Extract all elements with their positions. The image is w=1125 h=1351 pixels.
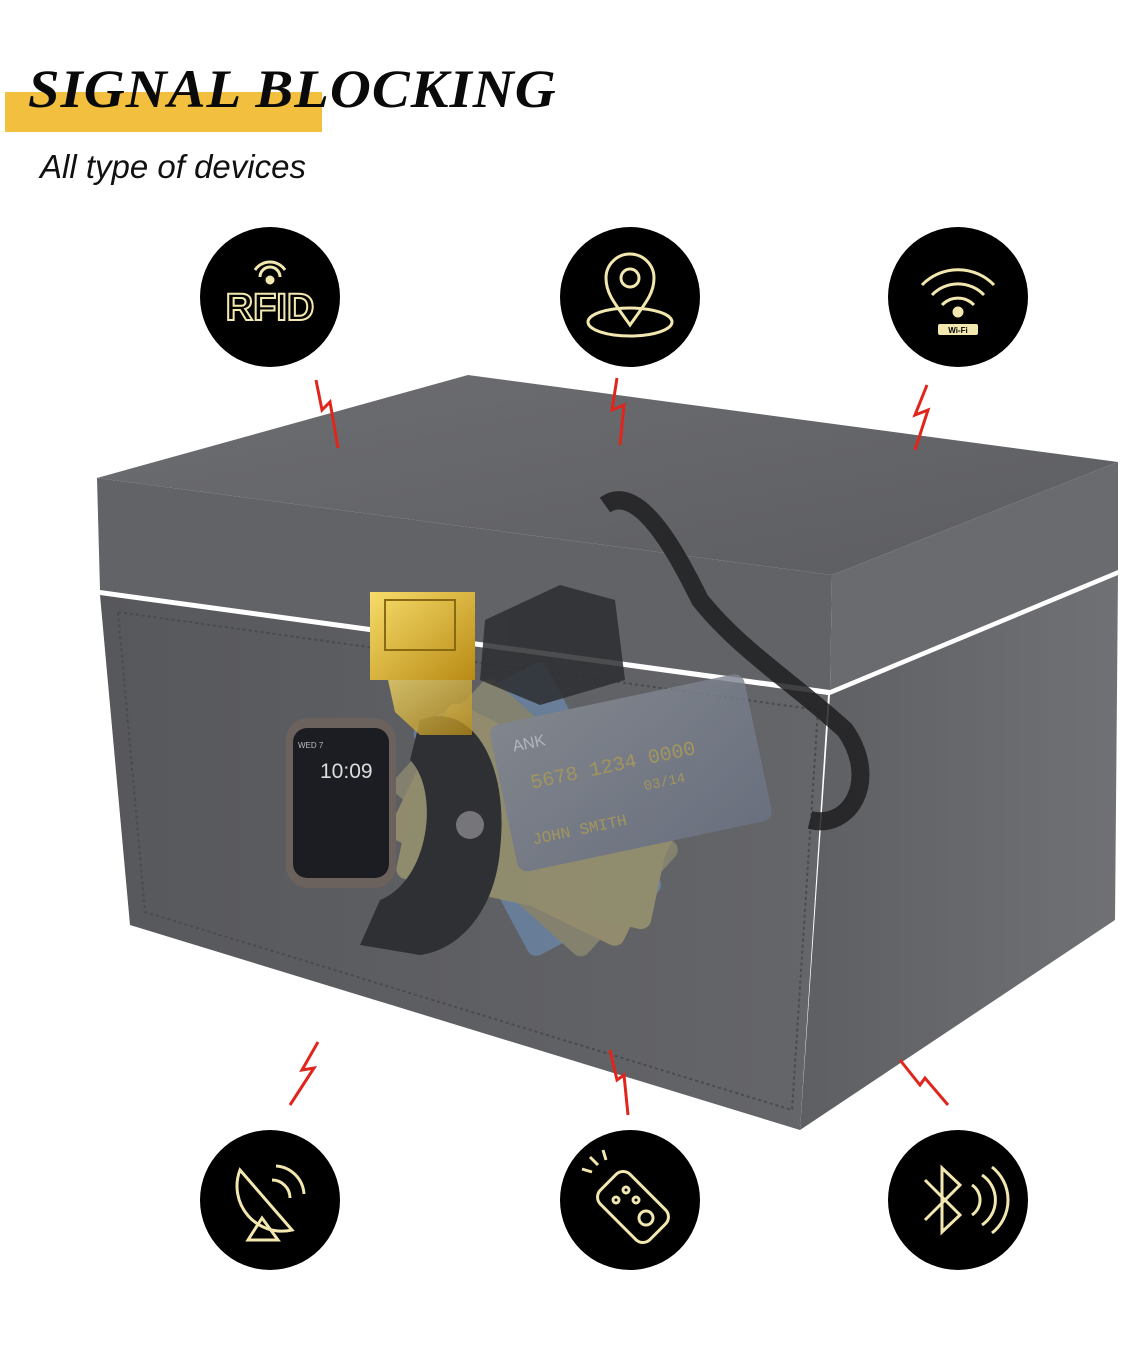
page-title: SIGNAL BLOCKING xyxy=(28,59,557,119)
remote-control-icon xyxy=(560,1130,700,1270)
box-lid-top xyxy=(97,375,1118,575)
lightning-icon xyxy=(314,379,340,449)
page-subtitle: All type of devices xyxy=(40,148,306,185)
watch-time-text: 10:09 xyxy=(320,760,373,783)
satellite-dish-icon xyxy=(200,1130,340,1270)
lightning-icon xyxy=(898,1059,950,1106)
box-lid-front xyxy=(97,478,832,690)
rfid-label: RFID xyxy=(226,287,315,329)
lightning-icon xyxy=(610,377,626,446)
bluetooth-icon xyxy=(888,1130,1028,1270)
smart-watch: WED 7 10:09 xyxy=(286,716,502,955)
wifi-icon: Wi-Fi xyxy=(888,227,1028,367)
wifi-label: Wi-Fi xyxy=(948,326,967,335)
car-key-fob xyxy=(480,491,870,831)
location-pin-icon xyxy=(560,227,700,367)
lightning-icon xyxy=(288,1041,320,1106)
card-bank-text: ANK xyxy=(511,732,547,756)
lightning-icon xyxy=(912,384,931,451)
watch-day-text: WED 7 xyxy=(298,741,324,750)
rfid-icon: RFID xyxy=(200,227,340,367)
gold-latch xyxy=(370,592,475,735)
box-side xyxy=(800,575,1118,1130)
title-highlight-bar xyxy=(5,92,322,132)
lightning-icon xyxy=(608,1049,630,1116)
box-lid-side xyxy=(830,462,1118,690)
